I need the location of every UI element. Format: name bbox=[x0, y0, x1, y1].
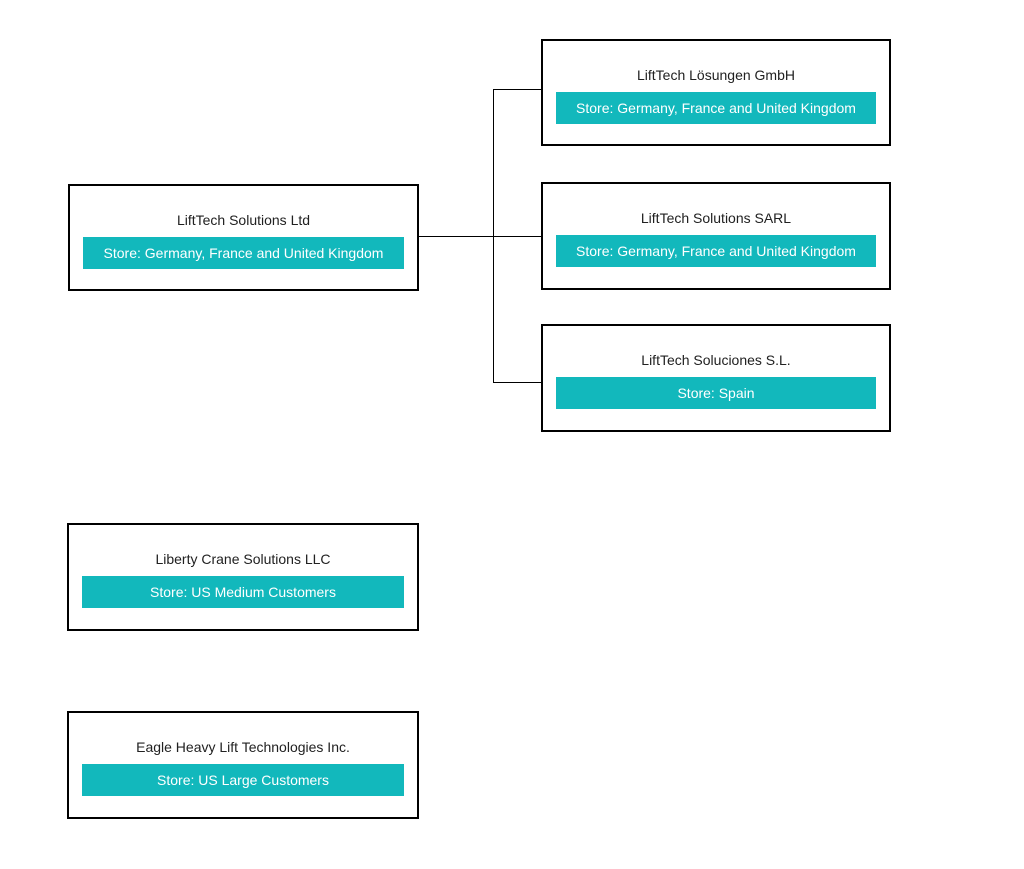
store-badge[interactable]: Store: Germany, France and United Kingdo… bbox=[83, 237, 404, 269]
node-title: LiftTech Solutions Ltd bbox=[176, 212, 311, 228]
node-title: LiftTech Solutions SARL bbox=[640, 210, 792, 226]
node-liberty-crane-solutions-llc[interactable]: Liberty Crane Solutions LLC Store: US Me… bbox=[67, 523, 419, 631]
store-badge[interactable]: Store: Germany, France and United Kingdo… bbox=[556, 92, 876, 124]
node-title: Liberty Crane Solutions LLC bbox=[155, 551, 331, 567]
node-title: Eagle Heavy Lift Technologies Inc. bbox=[136, 739, 350, 755]
node-title: LiftTech Lösungen GmbH bbox=[637, 67, 795, 83]
node-eagle-heavy-lift-technologies-inc[interactable]: Eagle Heavy Lift Technologies Inc. Store… bbox=[67, 711, 419, 819]
node-title: LiftTech Soluciones S.L. bbox=[641, 352, 791, 368]
node-lifttech-losungen-gmbh[interactable]: LiftTech Lösungen GmbH Store: Germany, F… bbox=[541, 39, 891, 146]
store-badge[interactable]: Store: Germany, France and United Kingdo… bbox=[556, 235, 876, 267]
node-lifttech-solutions-ltd[interactable]: LiftTech Solutions Ltd Store: Germany, F… bbox=[68, 184, 419, 291]
store-badge[interactable]: Store: US Large Customers bbox=[82, 764, 404, 796]
node-lifttech-soluciones-sl[interactable]: LiftTech Soluciones S.L. Store: Spain bbox=[541, 324, 891, 432]
node-lifttech-solutions-sarl[interactable]: LiftTech Solutions SARL Store: Germany, … bbox=[541, 182, 891, 290]
store-badge[interactable]: Store: Spain bbox=[556, 377, 876, 409]
store-badge[interactable]: Store: US Medium Customers bbox=[82, 576, 404, 608]
